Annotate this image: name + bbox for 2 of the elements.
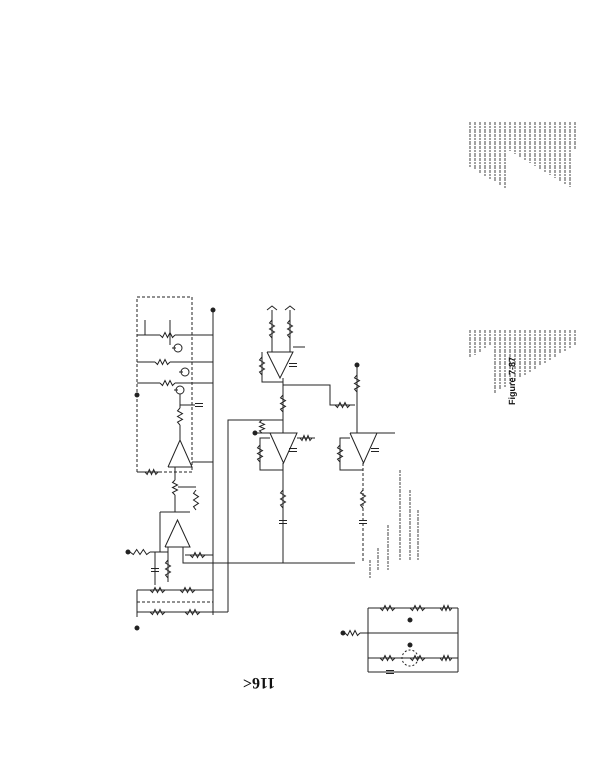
page-number: 116< [242, 673, 276, 691]
figure-caption: Figure 7-87 [507, 356, 517, 408]
